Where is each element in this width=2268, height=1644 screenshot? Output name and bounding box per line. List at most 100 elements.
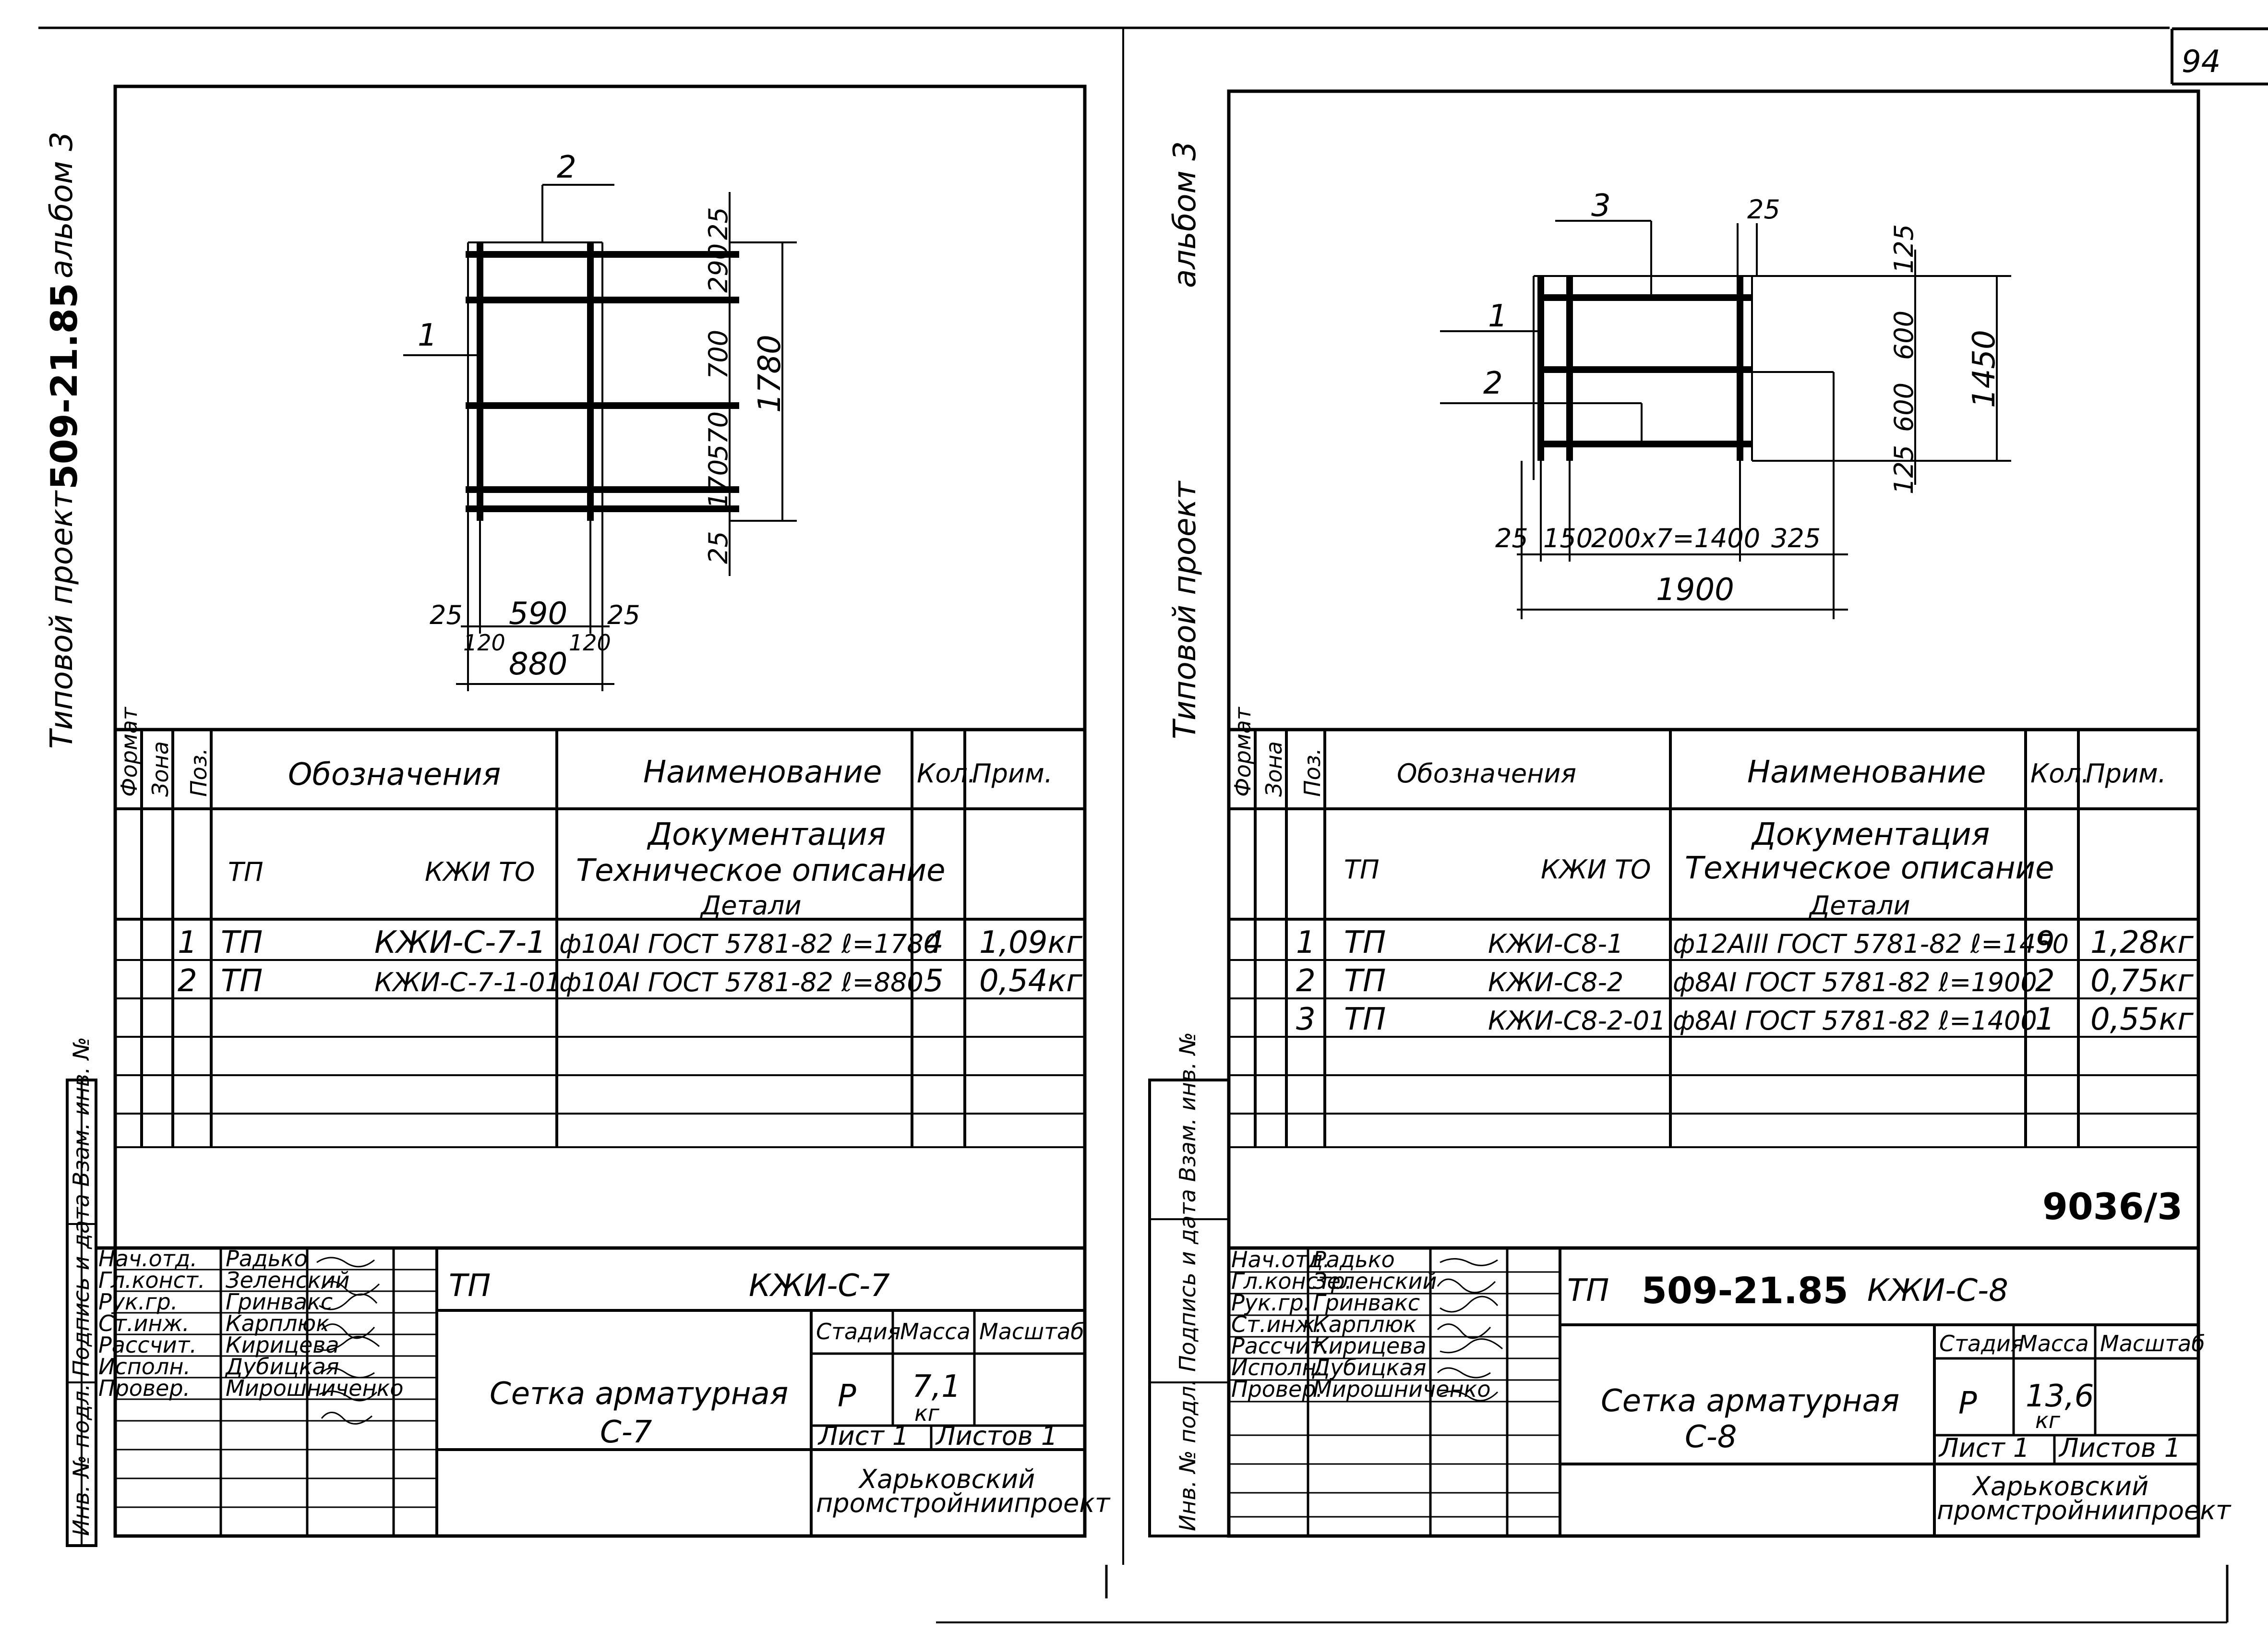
- left-sig-role-2: Гл.конст.: [98, 1267, 205, 1293]
- right-vdim-1: 125: [1889, 224, 1919, 274]
- right-row3-code: КЖИ-С8-2-01: [1488, 1006, 1666, 1036]
- right-side-project: Типовой проект: [1167, 480, 1203, 739]
- right-row2-note: 0,75кг: [2090, 963, 2194, 999]
- right-sig-role-6: Исполн.: [1231, 1355, 1323, 1380]
- left-spec-table: [115, 728, 1085, 1148]
- right-h-zone: Зона: [1261, 741, 1287, 797]
- left-sig-role-1: Нач.отд.: [98, 1246, 197, 1272]
- right-title-name: Сетка арматурная: [1601, 1383, 1899, 1419]
- left-vdim-5: 170: [703, 459, 733, 509]
- left-row1-code: КЖИ-С-7-1: [374, 925, 546, 960]
- left-side-strip: [66, 1079, 97, 1547]
- right-scale-label: Масштаб: [2100, 1331, 2205, 1356]
- right-sig-name-1: Радько: [1313, 1247, 1395, 1272]
- left-row2-name: ф10АI ГОСТ 5781-82 ℓ=880: [559, 967, 924, 997]
- right-hdim-total: 1900: [1656, 572, 1734, 608]
- right-sig-name-7: Мирошниченко: [1313, 1376, 1490, 1402]
- right-row1-note: 1,28кг: [2090, 925, 2194, 960]
- right-row2-qty: 2: [2035, 963, 2055, 999]
- right-row3-tp: ТП: [1344, 1002, 1386, 1037]
- left-h-pos: Поз.: [186, 748, 212, 797]
- left-row1-tp: ТП: [221, 925, 263, 960]
- right-stamp-code: 9036/3: [2042, 1185, 2183, 1228]
- right-side-album: альбом 3: [1167, 141, 1203, 288]
- right-row3-pos: 3: [1296, 1002, 1316, 1037]
- left-row1-pos: 1: [178, 925, 197, 960]
- left-hsub-1: 120: [463, 630, 505, 656]
- right-h-designation: Обозначения: [1397, 758, 1576, 789]
- left-row2-code: КЖИ-С-7-1-01: [374, 967, 562, 997]
- left-scale-label: Масштаб: [979, 1319, 1084, 1344]
- left-sheet: Лист 1: [817, 1421, 909, 1451]
- right-row1-name: ф12АIII ГОСТ 5781-82 ℓ=1450: [1673, 929, 2069, 959]
- right-mesh-drawing: [1440, 220, 2011, 619]
- right-title-project: 509-21.85: [1642, 1269, 1848, 1312]
- left-sig-name-2: Зеленский: [226, 1267, 349, 1293]
- left-doc-code: КЖИ ТО: [425, 857, 535, 887]
- left-stage: Р: [838, 1379, 856, 1414]
- left-hsub-2: 120: [569, 630, 611, 656]
- right-row1-tp: ТП: [1344, 925, 1386, 960]
- left-title-sub: С-7: [600, 1415, 652, 1450]
- left-h-qty: Кол.: [917, 758, 976, 789]
- right-row3-qty: 1: [2035, 1002, 2055, 1037]
- right-vdim-total: 1450: [1967, 330, 2002, 408]
- left-vdim-6: 25: [703, 531, 733, 564]
- left-mesh-drawing: [403, 184, 797, 691]
- page-number-box: 94: [2171, 27, 2268, 85]
- left-row2-tp: ТП: [221, 963, 263, 999]
- left-sig-role-7: Провер.: [98, 1375, 190, 1401]
- right-title-block: [1229, 1246, 2198, 1536]
- right-hdim-2: 150: [1543, 523, 1593, 553]
- left-frame: [113, 84, 1087, 1538]
- right-sheet-no: Лист 1: [1938, 1433, 2029, 1463]
- right-spec-table: [1229, 728, 2198, 1148]
- left-vdim-4: 570: [703, 411, 733, 461]
- right-h-format: Формат: [1230, 707, 1256, 797]
- left-doc-name2: Техническое описание: [576, 853, 946, 888]
- left-sig-name-7: Мирошниченко: [226, 1375, 403, 1401]
- left-row2-pos: 2: [178, 963, 197, 999]
- left-sig-name-6: Дубицкая: [225, 1354, 339, 1380]
- right-sig-name-5: Кирицева: [1313, 1333, 1427, 1359]
- right-row2-pos: 2: [1296, 963, 1316, 999]
- right-sig-role-2: Гл.констр.: [1231, 1268, 1352, 1294]
- right-row2-name: ф8АI ГОСТ 5781-82 ℓ=1900: [1673, 967, 2037, 997]
- right-sheets: Листов 1: [2058, 1433, 2181, 1463]
- right-row1-qty: 9: [2035, 925, 2055, 960]
- right-hdim-3: 200x7=1400: [1591, 523, 1760, 553]
- left-doc-name3: Детали: [700, 890, 802, 921]
- right-side-strip: [1148, 1079, 1230, 1537]
- right-sig-role-3: Рук.гр.: [1231, 1290, 1310, 1316]
- right-sig-role-7: Провер.: [1231, 1376, 1323, 1402]
- right-top-dim: 25: [1747, 194, 1780, 225]
- left-row1-note: 1,09кг: [979, 925, 1082, 960]
- page-number: 94: [2182, 44, 2220, 80]
- right-doc-name1: Документация: [1751, 817, 1990, 852]
- left-org1: Харьковский: [858, 1464, 1035, 1494]
- right-h-pos: Поз.: [1299, 748, 1325, 797]
- left-org2: промстройниипроект: [816, 1488, 1111, 1518]
- right-sig-name-3: Гринвакс: [1313, 1290, 1420, 1316]
- left-row2-note: 0,54кг: [979, 963, 1082, 999]
- left-title-tp: ТП: [449, 1268, 491, 1304]
- right-doc-name3: Детали: [1809, 890, 1910, 921]
- right-row2-code: КЖИ-С8-2: [1488, 967, 1623, 997]
- right-row1-pos: 1: [1296, 925, 1316, 960]
- right-hdim-4: 325: [1771, 523, 1821, 553]
- right-doc-tp: ТП: [1344, 854, 1380, 885]
- left-title-name: Сетка арматурная: [490, 1376, 788, 1412]
- left-row2-qty: 5: [924, 963, 944, 999]
- left-sig-name-4: Карплюк: [226, 1310, 329, 1336]
- right-sig-name-4: Карплюк: [1313, 1311, 1416, 1337]
- left-sig-name-3: Гринвакс: [226, 1289, 333, 1315]
- left-sig-name-1: Радько: [226, 1246, 308, 1272]
- left-mass: 7,1: [912, 1369, 961, 1404]
- left-h-zone: Зона: [147, 741, 173, 797]
- right-stage: Р: [1958, 1386, 1977, 1421]
- right-h-note: Прим.: [2086, 758, 2166, 789]
- left-h-format: Формат: [116, 707, 142, 797]
- right-vdim-2: 600: [1889, 311, 1919, 360]
- right-h-name: Наименование: [1747, 755, 1986, 790]
